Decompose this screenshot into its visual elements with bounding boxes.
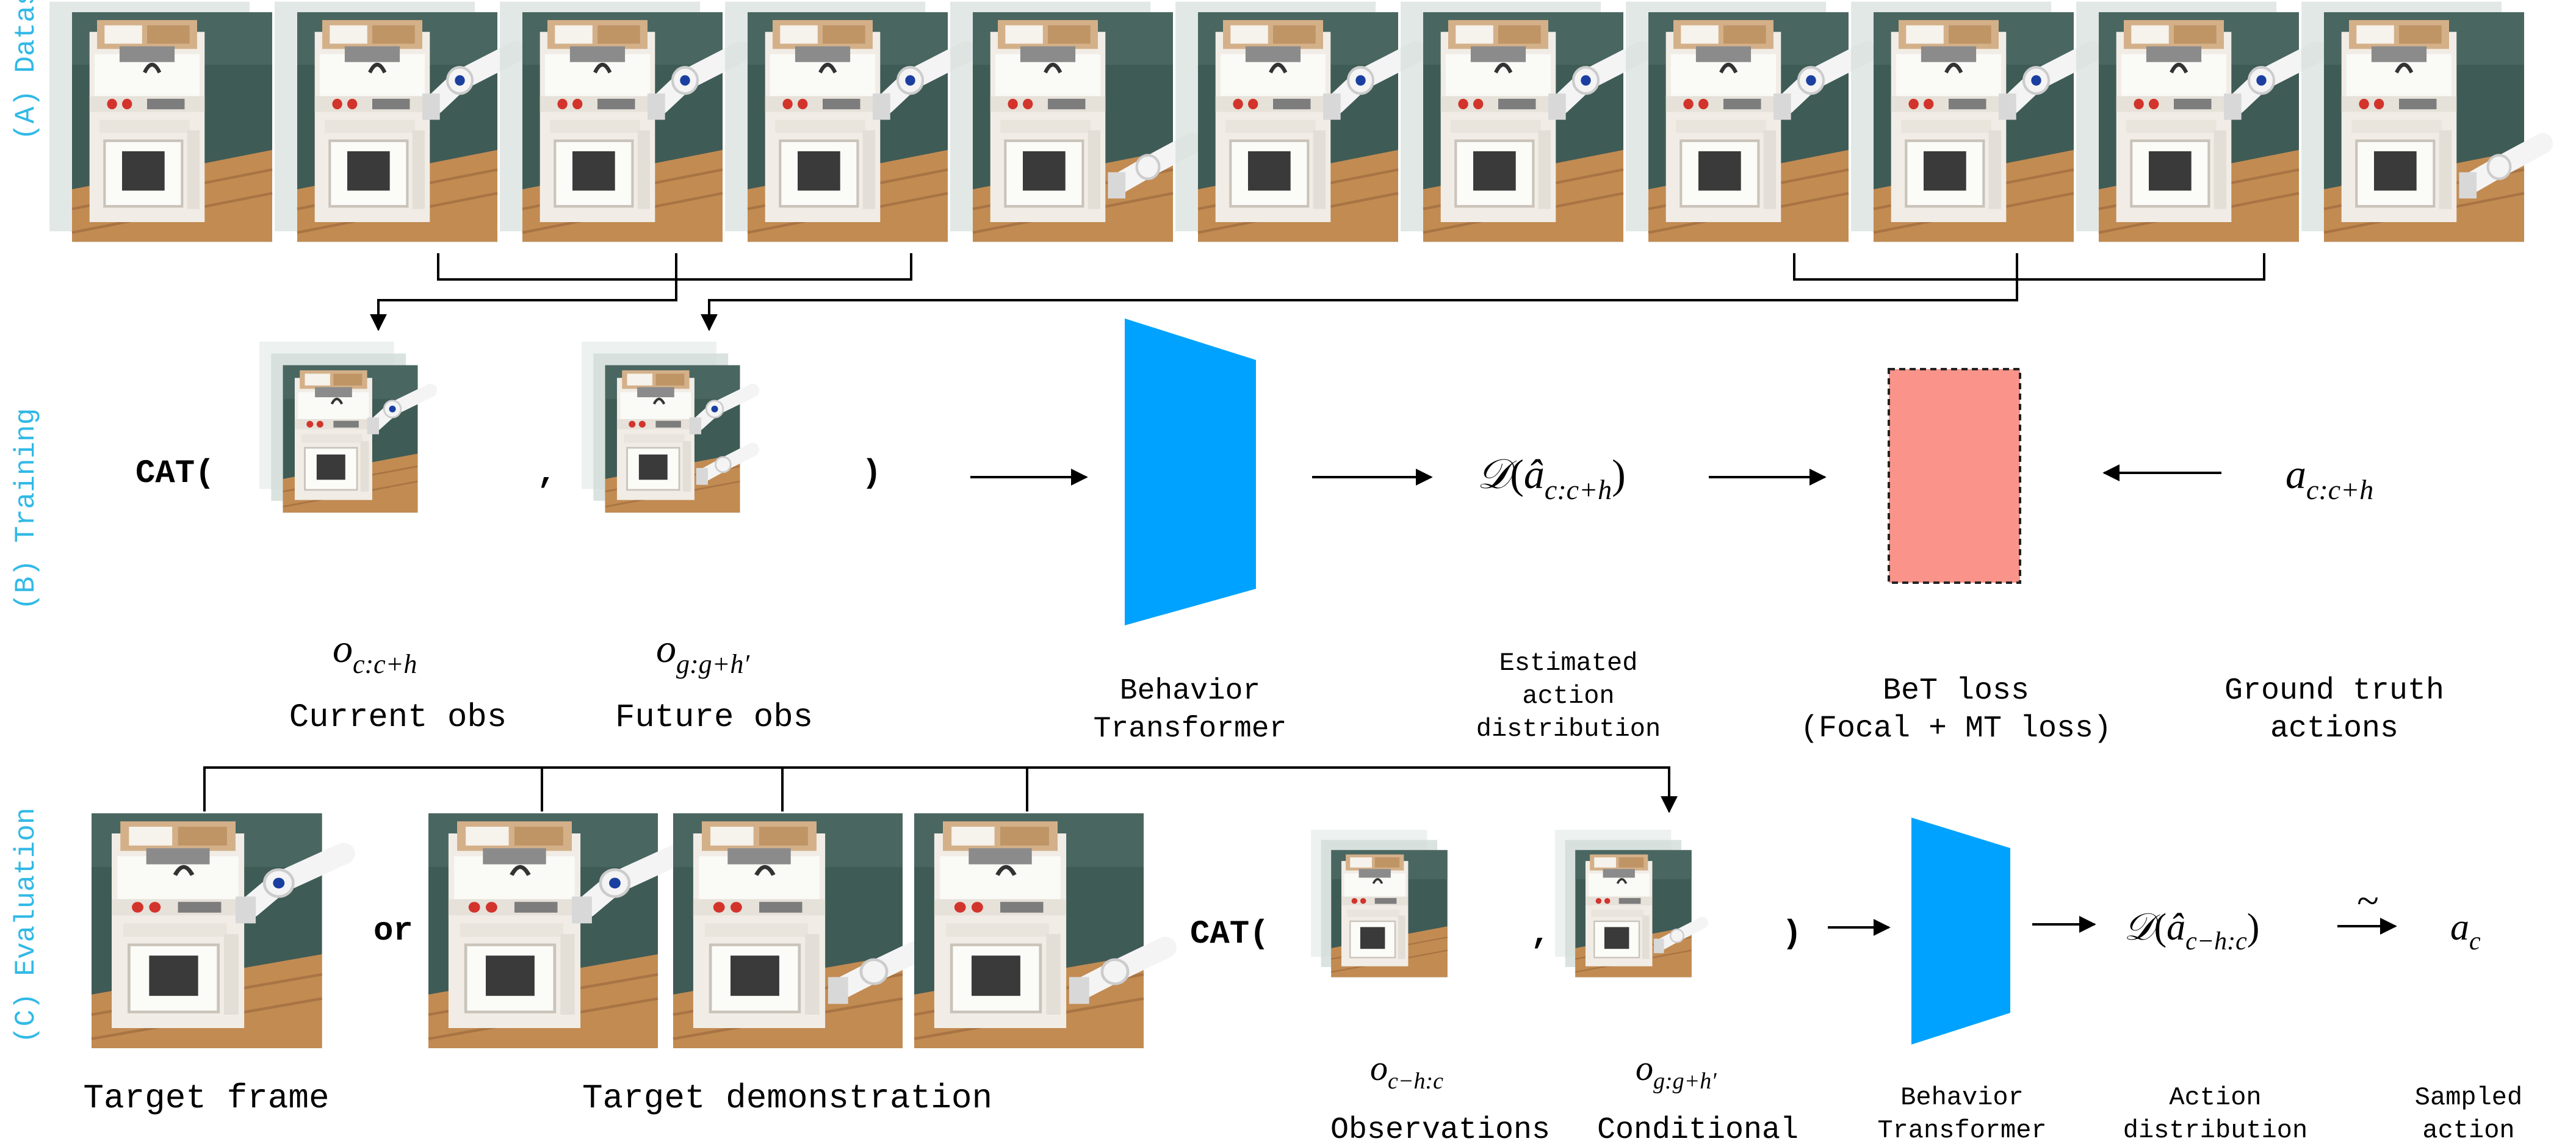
target-frame-image [92,813,344,1048]
dataset-frame [500,1,741,242]
training-cat-open: CAT( [135,455,215,492]
section-label-evaluation: (C) Evaluation [10,808,42,1043]
dataset-frame [2301,1,2543,242]
future-obs-image [582,342,752,513]
conditional-symbol: og:g+h′ [1636,1048,1717,1094]
section-label-dataset: (A) Dataset [10,0,42,140]
dataset-frame-strip [49,1,2543,242]
dataset-frame [1626,1,1867,242]
ground-truth-symbol: ac:c+h [2286,451,2373,505]
dataset-frame [1851,1,2093,242]
future-obs-symbol: og:g+h′ [656,627,750,679]
estimated-distribution-symbol: 𝒟(âc:c+h) [1477,451,1626,505]
action-dist-label-line1: Action [2169,1083,2261,1112]
sampled-label-line1: Sampled [2415,1083,2522,1112]
dataset-frame [49,1,272,242]
ground-truth-label-line1: Ground truth [2224,674,2444,708]
loss-label-line2: (Focal + MT loss) [1800,711,2112,746]
estimated-label-line2: action [1522,682,1614,711]
or-text: or [373,913,413,950]
target-demo-frame-2 [673,813,924,1048]
ground-truth-label-line2: actions [2270,711,2398,746]
eval-observations-image [1311,830,1448,977]
eval-transformer-label-line1: Behavior [1900,1083,2024,1112]
transformer-label-line1: Behavior [1120,675,1260,708]
current-obs-image [259,342,430,513]
observations-label: Observations [1330,1113,1550,1144]
dataset-bracket-future [701,253,2265,331]
behavior-transformer-block [1125,318,1256,625]
transformer-label-line2: Transformer [1094,713,1287,746]
eval-behavior-transformer-block [1911,818,2010,1045]
eval-conditional-image [1555,830,1703,977]
bet-loss-box [1888,368,2021,584]
loss-label-line1: BeT loss [1883,674,2029,708]
eval-comma: , [1531,916,1550,953]
sample-tilde: ~ [2357,879,2379,923]
eval-transformer-label-line2: Transformer [1877,1116,2046,1144]
estimated-label-line1: Estimated [1499,649,1638,678]
target-demo-frame-3 [914,813,1165,1048]
current-obs-symbol: oc:c+h [333,627,417,679]
action-dist-label-line2: distribution [2123,1116,2307,1144]
training-cat-close: ) [862,455,881,492]
dataset-frame [1401,1,1642,242]
eval-cat-open: CAT( [1190,916,1269,953]
observations-symbol: oc−h:c [1370,1048,1443,1094]
sampled-label-line2: action [2422,1116,2514,1144]
section-label-training: (B) Training [10,408,42,610]
dataset-frame [1175,1,1417,242]
dataset-frame [950,1,1192,242]
target-frame-label: Target frame [83,1079,329,1118]
dataset-frame [2076,1,2318,242]
dataset-bracket-current [370,253,912,331]
future-obs-label: Future obs [615,699,813,736]
current-obs-label: Current obs [289,699,507,736]
dataset-frame [275,1,516,242]
eval-cat-close: ) [1782,916,1802,953]
target-demo-frame-1 [428,813,679,1048]
estimated-label-line3: distribution [1476,714,1661,744]
target-demo-label: Target demonstration [582,1079,992,1118]
dataset-frame [725,1,967,242]
training-comma: , [537,455,557,492]
sampled-action-symbol: ac [2450,907,2481,955]
action-distribution-symbol: 𝒟(âc−h:c) [2124,907,2259,955]
conditional-label: Conditional [1597,1113,1799,1144]
evaluation-connector [203,766,1678,813]
